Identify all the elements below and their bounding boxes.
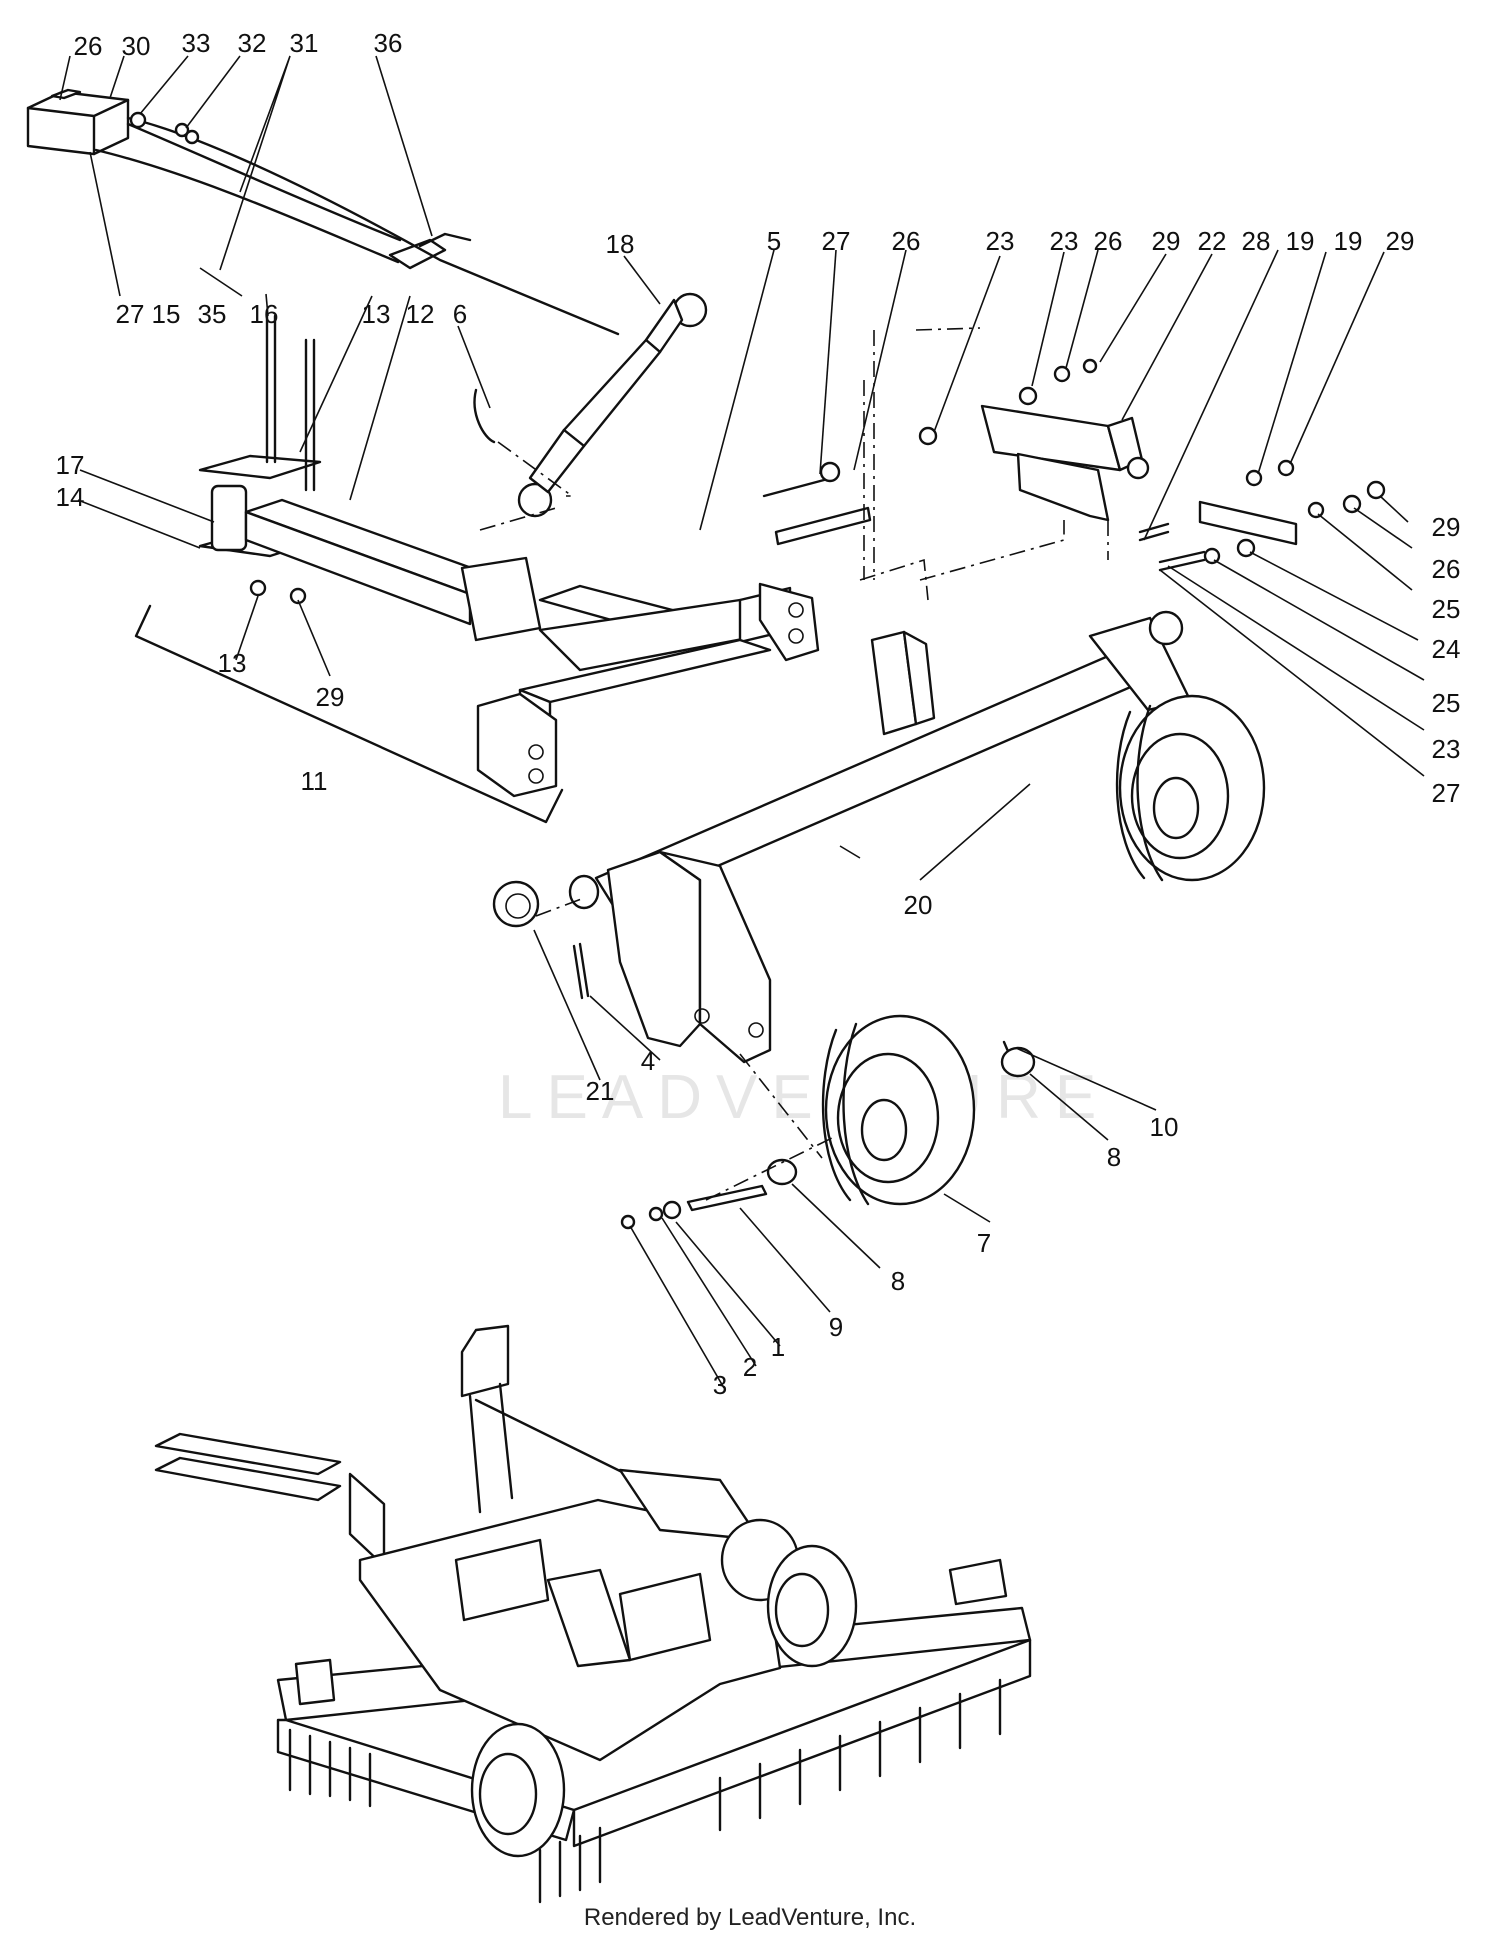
callout-12: 12 — [406, 299, 435, 329]
callout-14: 14 — [56, 482, 85, 512]
callout-15: 15 — [152, 299, 181, 329]
callout-11: 11 — [301, 766, 328, 796]
switch-box-assembly — [26, 88, 620, 336]
callout-33: 32 — [238, 28, 267, 58]
assembled-machine — [154, 1324, 1032, 1904]
callout-29-b: 29 — [1386, 226, 1415, 256]
callout-19-b: 19 — [1334, 226, 1363, 256]
callout-18: 18 — [606, 229, 635, 259]
callout-26-c: 26 — [1432, 554, 1461, 584]
alignment-lines — [479, 327, 1109, 1201]
callout-36: 36 — [374, 28, 403, 58]
callout-24: 24 — [1432, 634, 1461, 664]
callout-4: 4 — [641, 1046, 655, 1076]
callout-26-a: 26 — [892, 226, 921, 256]
bracket-11 — [134, 604, 564, 824]
callout-28: 28 — [1242, 226, 1271, 256]
callout-19-a: 19 — [1286, 226, 1315, 256]
callout-35: 35 — [198, 299, 227, 329]
callout-labels: 26 30 33 32 31 36 27 15 35 16 13 12 6 18… — [56, 28, 1461, 1400]
callout-8-a: 8 — [1107, 1142, 1121, 1172]
callout-26-b: 26 — [1094, 226, 1123, 256]
leader-lines — [59, 55, 1425, 1389]
callout-2: 2 — [743, 1352, 757, 1382]
callout-23-c: 23 — [1432, 734, 1461, 764]
callout-1: 1 — [771, 1332, 785, 1362]
callout-9: 9 — [829, 1312, 843, 1342]
footer-credit: Rendered by LeadVenture, Inc. — [583, 1904, 917, 1931]
callout-22: 22 — [1198, 226, 1227, 256]
callout-30: 30 — [122, 31, 151, 61]
hitch-tongue-assembly — [198, 314, 820, 798]
callout-8-b: 8 — [891, 1266, 905, 1296]
callout-29-c: 29 — [316, 682, 345, 712]
callout-27-c: 27 — [1432, 778, 1461, 808]
callout-29-a: 29 — [1152, 226, 1181, 256]
top-link — [473, 292, 708, 518]
callout-6: 6 — [453, 299, 467, 329]
callout-16: 16 — [250, 299, 279, 329]
callout-27-a: 27 — [116, 299, 145, 329]
callout-5: 5 — [767, 226, 781, 256]
callout-20: 20 — [904, 890, 933, 920]
callout-23-b: 23 — [1050, 226, 1079, 256]
callout-10: 10 — [1150, 1112, 1179, 1142]
hydraulic-cylinder — [762, 358, 1386, 572]
callout-27-b: 27 — [822, 226, 851, 256]
axle-assembly — [492, 610, 1266, 1230]
callout-3: 3 — [713, 1370, 727, 1400]
callout-21: 21 — [586, 1076, 615, 1106]
callout-13-a: 13 — [362, 299, 391, 329]
callout-23-a: 23 — [986, 226, 1015, 256]
callout-29-d: 29 — [1432, 512, 1461, 542]
callout-25-a: 25 — [1432, 594, 1461, 624]
callout-13-b: 13 — [218, 648, 247, 678]
callout-17: 17 — [56, 450, 85, 480]
callout-25-b: 25 — [1432, 688, 1461, 718]
callout-32: 26 — [74, 31, 103, 61]
callout-31: 31 — [290, 28, 319, 58]
callout-34: 33 — [182, 28, 211, 58]
callout-7: 7 — [977, 1228, 991, 1258]
